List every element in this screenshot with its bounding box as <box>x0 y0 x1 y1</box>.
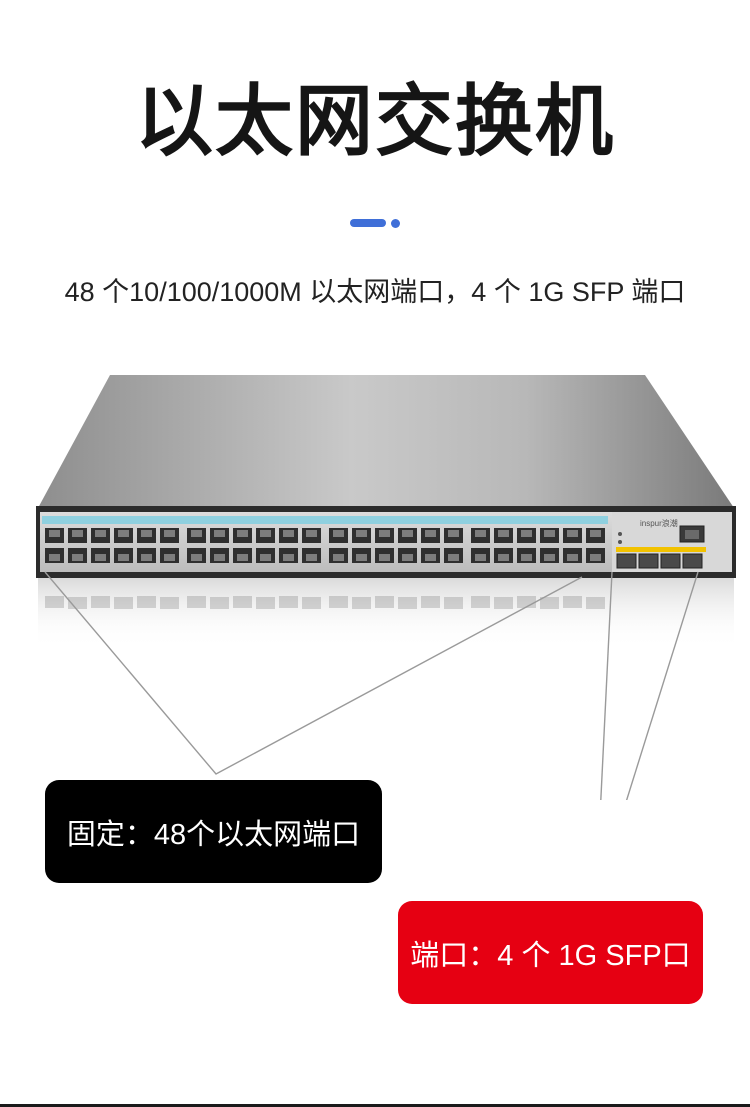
sfp-ports <box>616 553 703 569</box>
status-led <box>618 540 622 544</box>
ethernet-port-contacts <box>448 554 459 561</box>
ethernet-port-reflection <box>329 596 348 608</box>
switch-illustration: inspur浪潮 <box>36 375 736 800</box>
ethernet-port-reflection <box>68 597 87 609</box>
ethernet-port-reflection <box>45 596 64 608</box>
ethernet-port-contacts <box>356 530 367 537</box>
ethernet-port-contacts <box>475 554 486 561</box>
ethernet-port-reflection <box>540 597 559 609</box>
ethernet-port-contacts <box>49 554 60 561</box>
ethernet-port-reflection <box>375 596 394 608</box>
ethernet-port-reflection <box>494 597 513 609</box>
ethernet-port-contacts <box>333 554 344 561</box>
callout-sfp-ports: 端口：4 个 1G SFP口 <box>398 901 703 1004</box>
ethernet-port-reflection <box>137 596 156 608</box>
sfp-port <box>616 553 637 569</box>
ethernet-port-contacts <box>260 554 271 561</box>
ethernet-port-contacts <box>191 530 202 537</box>
ethernet-port-contacts <box>544 530 555 537</box>
accent-dot-icon <box>391 219 400 228</box>
ethernet-port-contacts <box>521 554 532 561</box>
spec-subtitle: 48 个10/100/1000M 以太网端口，4 个 1G SFP 端口 <box>64 277 686 307</box>
sfp-label-strip <box>616 547 706 552</box>
ethernet-port-contacts <box>356 554 367 561</box>
bottom-divider <box>0 1104 750 1107</box>
sfp-port <box>638 553 659 569</box>
ethernet-port-contacts <box>590 554 601 561</box>
ethernet-port-reflection <box>421 596 440 608</box>
sfp-port <box>660 553 681 569</box>
ethernet-port-reflection <box>302 597 321 609</box>
ethernet-port-contacts <box>402 554 413 561</box>
ethernet-port-reflection <box>444 597 463 609</box>
sfp-port <box>682 553 703 569</box>
ethernet-port-contacts <box>498 554 509 561</box>
ethernet-port-contacts <box>590 530 601 537</box>
switch-reflection <box>38 578 734 648</box>
status-led <box>618 532 622 536</box>
ethernet-port-contacts <box>95 554 106 561</box>
page-title: 以太网交换机 <box>134 77 615 165</box>
ethernet-port-reflection <box>160 597 179 609</box>
connector-line-sfp-b <box>625 571 699 800</box>
ethernet-port-contacts <box>498 530 509 537</box>
ethernet-port-contacts <box>72 554 83 561</box>
ethernet-port-contacts <box>214 554 225 561</box>
ethernet-port-contacts <box>379 530 390 537</box>
ethernet-port-reflection <box>114 597 133 609</box>
ethernet-ports <box>45 528 605 563</box>
ethernet-port-contacts <box>567 554 578 561</box>
ethernet-port-reflection <box>279 596 298 608</box>
connector-line-fixed <box>44 571 583 775</box>
ethernet-port-reflection <box>352 597 371 609</box>
ethernet-port-contacts <box>141 554 152 561</box>
ethernet-port-reflection <box>210 597 229 609</box>
ethernet-port-contacts <box>141 530 152 537</box>
ethernet-port-contacts <box>118 530 129 537</box>
port-label-strip <box>42 516 608 524</box>
ethernet-port-contacts <box>49 530 60 537</box>
ethernet-port-contacts <box>425 554 436 561</box>
ethernet-port-reflection <box>563 596 582 608</box>
ethernet-port-reflection <box>91 596 110 608</box>
ethernet-port-contacts <box>72 530 83 537</box>
ethernet-port-reflection <box>471 596 490 608</box>
ethernet-port-contacts <box>237 530 248 537</box>
ethernet-port-contacts <box>306 554 317 561</box>
ethernet-port-contacts <box>118 554 129 561</box>
ethernet-port-contacts <box>567 530 578 537</box>
callout-fixed-ports: 固定：48个以太网端口 <box>45 780 382 883</box>
accent-dash-icon <box>350 219 386 227</box>
ethernet-port-contacts <box>475 530 486 537</box>
ethernet-port-contacts <box>214 530 225 537</box>
console-port-inner <box>685 530 699 539</box>
ethernet-port-contacts <box>95 530 106 537</box>
ethernet-port-contacts <box>333 530 344 537</box>
ethernet-port-contacts <box>164 530 175 537</box>
connector-line-sfp-a <box>600 571 613 800</box>
ethernet-port-reflection <box>586 597 605 609</box>
ethernet-port-contacts <box>283 554 294 561</box>
ethernet-port-contacts <box>425 530 436 537</box>
ethernet-port-contacts <box>448 530 459 537</box>
brand-logo: inspur浪潮 <box>640 518 678 528</box>
ethernet-port-reflection <box>398 597 417 609</box>
ethernet-port-contacts <box>283 530 294 537</box>
ethernet-port-contacts <box>402 530 413 537</box>
ethernet-port-contacts <box>544 554 555 561</box>
ethernet-port-contacts <box>379 554 390 561</box>
ethernet-port-contacts <box>191 554 202 561</box>
ethernet-port-contacts <box>521 530 532 537</box>
ethernet-port-contacts <box>164 554 175 561</box>
ethernet-port-contacts <box>260 530 271 537</box>
ethernet-port-reflection <box>256 597 275 609</box>
ethernet-port-reflection <box>233 596 252 608</box>
ethernet-port-contacts <box>306 530 317 537</box>
ethernet-port-contacts <box>237 554 248 561</box>
ethernet-port-reflection <box>187 596 206 608</box>
switch-top-surface <box>38 375 734 508</box>
